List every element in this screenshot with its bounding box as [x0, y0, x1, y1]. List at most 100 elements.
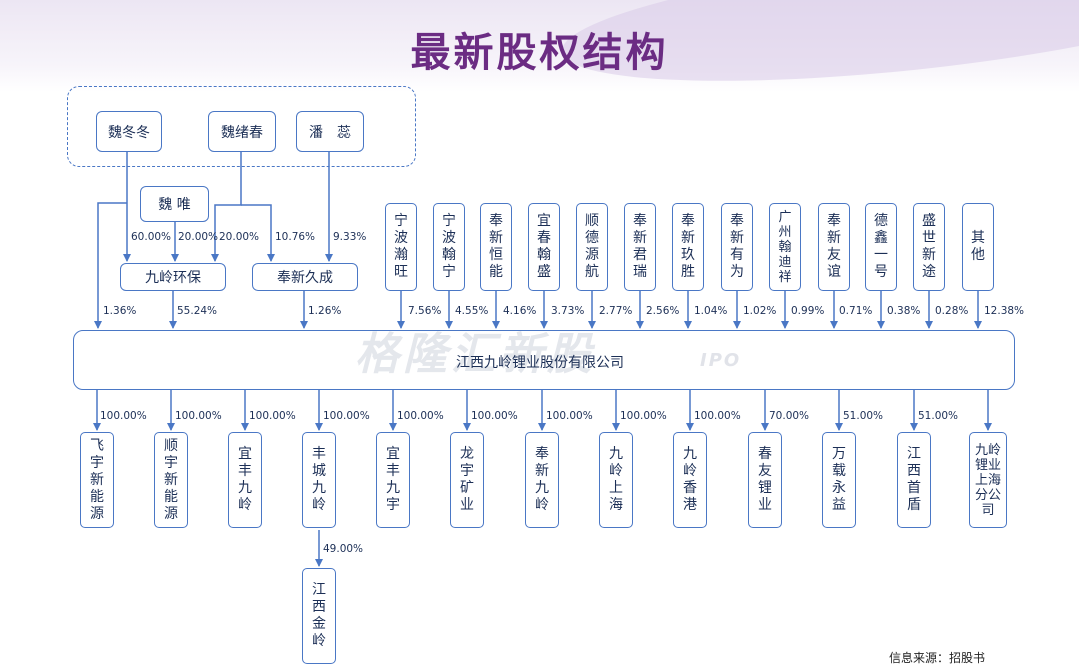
shareholder-name: 盛世新途	[922, 213, 936, 280]
watermark: 格隆汇新股	[355, 329, 595, 380]
subsidiary-name: 宜丰九岭	[238, 446, 252, 513]
subsidiary-box: 丰城九岭	[302, 432, 336, 528]
shareholder-box: 奉新玖胜	[672, 203, 704, 291]
shareholder-box: 奉新君瑞	[624, 203, 656, 291]
company-box	[73, 330, 1015, 390]
pct-label: 20.00%	[219, 231, 260, 243]
pct-label: 4.16%	[503, 305, 537, 317]
subsidiary-name: 九岭锂业上海分公司	[974, 442, 1001, 518]
shareholder-name: 奉新君瑞	[633, 213, 647, 280]
controller-wei-xuchun: 魏绪春	[208, 111, 276, 152]
pct-label: 4.55%	[455, 305, 489, 317]
subsidiary-box: 九岭上海	[599, 432, 633, 528]
subsidiary-name: 春友锂业	[758, 446, 772, 513]
pct-label: 100.00%	[546, 410, 593, 422]
subsidiary-box: 飞宇新能源	[80, 432, 114, 528]
shareholder-name: 奉新恒能	[489, 213, 503, 280]
shareholder-box: 宁波翰宁	[433, 203, 465, 291]
pct-label: 7.56%	[408, 305, 442, 317]
subsidiary-box: 龙宇矿业	[450, 432, 484, 528]
pct-label: 100.00%	[471, 410, 518, 422]
pct-label: 100.00%	[620, 410, 667, 422]
pct-label: 100.00%	[694, 410, 741, 422]
subsidiary-box: 万载永益	[822, 432, 856, 528]
controller-pan-rui: 潘 蕊	[296, 111, 364, 152]
controller-wei-dongdong: 魏冬冬	[96, 111, 162, 152]
shareholder-name: 宁波瀚旺	[394, 213, 408, 280]
subsidiary-name: 龙宇矿业	[460, 446, 474, 513]
subsidiary-name: 九岭上海	[609, 446, 623, 513]
subsidiary-box: 九岭锂业上海分公司	[969, 432, 1007, 528]
subsidiary-name: 江西金岭	[312, 582, 326, 649]
shareholder-box: 德鑫一号	[865, 203, 897, 291]
subsidiary-name: 宜丰九宇	[386, 446, 400, 513]
pct-label: 1.36%	[103, 305, 137, 317]
subsidiary-box: 宜丰九宇	[376, 432, 410, 528]
pct-label: 100.00%	[323, 410, 370, 422]
shareholder-box: 宜春翰盛	[528, 203, 560, 291]
company-name: 江西九岭锂业股份有限公司	[456, 355, 624, 371]
subsidiary-name: 九岭香港	[683, 446, 697, 513]
pct-label: 100.00%	[249, 410, 296, 422]
source-note: 信息来源：招股书	[889, 651, 986, 665]
shareholder-box: 奉新有为	[721, 203, 753, 291]
pct-label: 60.00%	[131, 231, 172, 243]
pct-label: 0.71%	[839, 305, 873, 317]
subsidiary-name: 万载永益	[832, 446, 846, 513]
pct-label: 1.02%	[743, 305, 777, 317]
pct-label: 100.00%	[100, 410, 147, 422]
shareholder-name: 奉新友谊	[827, 213, 841, 280]
subsidiary-name: 丰城九岭	[312, 446, 326, 513]
actual-controllers-group	[67, 86, 416, 167]
shareholder-box: 奉新恒能	[480, 203, 512, 291]
shareholder-name: 宜春翰盛	[537, 213, 551, 280]
shareholder-box: 其 他	[962, 203, 999, 291]
subsidiary-box: 九岭香港	[673, 432, 707, 528]
subsidiary-name: 江西首盾	[907, 446, 921, 513]
pct-label: 9.33%	[333, 231, 367, 243]
shareholder-box: 盛世新途	[913, 203, 945, 291]
shareholder-name: 顺德源航	[585, 213, 599, 280]
subsidiary-name: 飞宇新能源	[90, 437, 104, 522]
shareholder-box: 宁波瀚旺	[385, 203, 417, 291]
shareholder-name: 宁波翰宁	[442, 213, 456, 280]
shareholder-name: 广州翰迪祥	[778, 209, 792, 285]
pct-label: 55.24%	[177, 305, 218, 317]
pct-label: 0.38%	[887, 305, 921, 317]
shareholder-box: 奉新友谊	[818, 203, 850, 291]
shareholder-name: 奉新有为	[730, 213, 744, 280]
pct-label: 100.00%	[175, 410, 222, 422]
pct-label: 1.04%	[694, 305, 728, 317]
pct-label: 2.56%	[646, 305, 680, 317]
subsidiary-box: 奉新九岭	[525, 432, 559, 528]
holding-jiuling-huanbao: 九岭环保	[120, 263, 226, 291]
shareholder-box: 顺德源航	[576, 203, 608, 291]
pct-label: 10.76%	[275, 231, 316, 243]
watermark-sub: IPO	[700, 350, 742, 371]
pct-label: 3.73%	[551, 305, 585, 317]
pct-label: 0.28%	[935, 305, 969, 317]
pct-label: 20.00%	[178, 231, 219, 243]
pct-label: 0.99%	[791, 305, 825, 317]
subsidiary-box: 宜丰九岭	[228, 432, 262, 528]
pct-label: 49.00%	[323, 543, 364, 555]
pct-label: 70.00%	[769, 410, 810, 422]
pct-label: 100.00%	[397, 410, 444, 422]
shareholder-box: 广州翰迪祥	[769, 203, 801, 291]
pct-label: 2.77%	[599, 305, 633, 317]
pct-label: 1.26%	[308, 305, 342, 317]
holding-fengxin-jiucheng: 奉新久成	[252, 263, 358, 291]
subsidiary-box: 顺宇新能源	[154, 432, 188, 528]
subsidiary-box: 江西首盾	[897, 432, 931, 528]
pct-label: 51.00%	[918, 410, 959, 422]
shareholder-name: 其 他	[971, 230, 999, 263]
holder-wei-wei: 魏 唯	[140, 186, 209, 222]
page-title: 最新股权结构	[410, 30, 669, 76]
subsidiary-box-jiangxi-jinling: 江西金岭	[302, 568, 336, 664]
shareholder-name: 奉新玖胜	[681, 213, 695, 280]
pct-label: 12.38%	[984, 305, 1025, 317]
pct-label: 51.00%	[843, 410, 884, 422]
subsidiary-name: 奉新九岭	[535, 446, 549, 513]
subsidiary-name: 顺宇新能源	[164, 437, 178, 522]
